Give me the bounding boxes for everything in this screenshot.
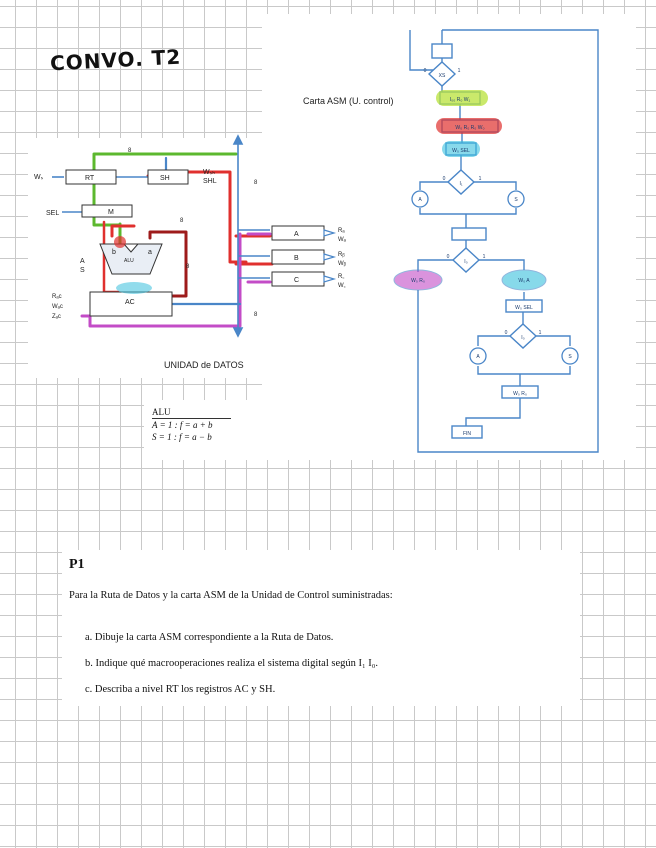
lbl-alu: ALU [124, 258, 134, 264]
asm-bit-1c: 1 [483, 254, 486, 260]
lbl-rc: R꜀ [338, 274, 344, 280]
ac-cyan-highlight [116, 282, 152, 294]
lbl-bus8-d: 8 [186, 264, 190, 270]
alu-note-panel [144, 400, 274, 460]
problem-panel [62, 550, 580, 706]
asm-highlight-green [436, 90, 488, 106]
asm-text-i1: I₁ [459, 181, 462, 187]
asm-text-i0: I₀ [464, 259, 467, 265]
asm-branch-left [393, 269, 443, 291]
asm-title: Carta ASM (U. control) [303, 96, 394, 106]
mux-box [81, 204, 133, 218]
asm-bubble-s2 [561, 347, 579, 365]
lbl-wi: Wₛ [34, 174, 44, 181]
asm-bit-0c: 0 [447, 254, 450, 260]
asm-decision-i [508, 323, 538, 349]
asm-text-state5: W₀ R₀ [513, 391, 527, 397]
asm-bit-0b: 0 [443, 176, 446, 182]
asm-decision-i1 [446, 169, 476, 195]
asm-state-4 [505, 299, 543, 313]
asm-decision-i0 [451, 247, 481, 273]
lbl-rt: RT [85, 175, 95, 182]
problem-heading: P1 [69, 557, 85, 572]
alu-note-line1: A = 1 : f = a + b [152, 420, 213, 430]
asm-text-state3: W₀ SEL [452, 148, 470, 154]
alu-note: ALU A = 1 : f = a + b S = 1 : f = a − b [152, 406, 231, 443]
lbl-reg-b: B [294, 255, 299, 262]
lbl-b: b [112, 249, 116, 256]
asm-loop-line [417, 29, 599, 453]
asm-text-state2: W₀ R₀ R₀ W₀ [455, 125, 484, 131]
asm-bit-1a: 1 [458, 68, 461, 74]
asm-bit-1b: 1 [479, 176, 482, 182]
lbl-ra: Rₐ [338, 228, 345, 234]
lbl-wa: Wₐ [338, 237, 347, 243]
asm-branch-right [501, 269, 547, 291]
lbl-sel: SEL [46, 210, 59, 217]
lbl-reg-c: C [294, 277, 299, 284]
alu-note-line2: S = 1 : f = a − b [152, 432, 212, 442]
lbl-a-in: A [80, 258, 85, 265]
asm-bubble-a [411, 190, 429, 208]
lbl-bus8-b: 8 [254, 180, 258, 186]
wire-green-top [92, 152, 238, 172]
problem-item-c: c. Describa a nivel RT los registros AC … [85, 684, 276, 695]
asm-text-state4: W₀ SEL [515, 305, 533, 311]
asm-bit-0a: 0 [424, 68, 427, 74]
asm-highlight-red [436, 118, 502, 134]
lbl-zac: Zₐᴄ [52, 314, 61, 320]
problem-item-b: b. Indique qué macrooperaciones realiza … [85, 658, 379, 669]
asm-text-a2: A [476, 354, 480, 360]
asm-text-s: S [514, 197, 518, 203]
lbl-wac: Wₐᴄ [52, 304, 63, 310]
asm-text-xs: XS [439, 73, 446, 79]
lbl-wc: W꜀ [338, 283, 346, 289]
asm-bubble-s [507, 190, 525, 208]
lbl-a: a [148, 249, 152, 256]
lbl-rb: Rᵦ [338, 252, 345, 258]
alu-note-head: ALU [152, 406, 231, 419]
asm-text-fin: FIN [463, 431, 471, 437]
reg-rt [65, 169, 117, 185]
lbl-bus8-e: 8 [254, 312, 258, 318]
reg-ac [89, 291, 173, 317]
reg-sh [147, 169, 189, 185]
asm-text-state1: I₀₀ R₀ W₁ [450, 97, 471, 103]
datapath-caption: UNIDAD de DATOS [164, 360, 244, 370]
lbl-reg-a: A [294, 231, 299, 238]
lbl-rac: Rₐᴄ [52, 294, 62, 300]
asm-bubble-a2 [469, 347, 487, 365]
lbl-wb: Wᵦ [338, 261, 347, 267]
wire-red-alu [148, 230, 188, 298]
asm-text-i: I₀ [521, 335, 524, 341]
asm-text-branch-left: W₀ R₀ [411, 278, 425, 284]
asm-state-empty [451, 227, 487, 241]
lbl-wsh: Wₛₕ [203, 169, 215, 176]
lbl-ac: AC [125, 299, 135, 306]
asm-text-s2: S [568, 354, 572, 360]
asm-text-a: A [418, 197, 422, 203]
alu-block [99, 243, 163, 275]
wire-magenta [80, 232, 242, 328]
problem-item-a: a. Dibuje la carta ASM correspondiente a… [85, 632, 334, 643]
asm-bit-1d: 1 [539, 330, 542, 336]
lbl-mux: M [108, 209, 114, 216]
alu-red-mark [114, 236, 126, 248]
problem-intro: Para la Ruta de Datos y la carta ASM de … [69, 590, 393, 601]
lbl-sh: SH [160, 175, 170, 182]
asm-bit-0d: 0 [505, 330, 508, 336]
asm-text-branch-right: W₀ A [518, 278, 530, 284]
asm-left-loop [409, 30, 433, 71]
lbl-s-in: S [80, 267, 85, 274]
lbl-bus8-c: 8 [180, 218, 184, 224]
lbl-bus8-a: 8 [128, 148, 132, 154]
asm-highlight-cyan [442, 141, 480, 157]
lbl-shl: SHL [203, 178, 217, 185]
asm-fin-box [451, 425, 483, 439]
